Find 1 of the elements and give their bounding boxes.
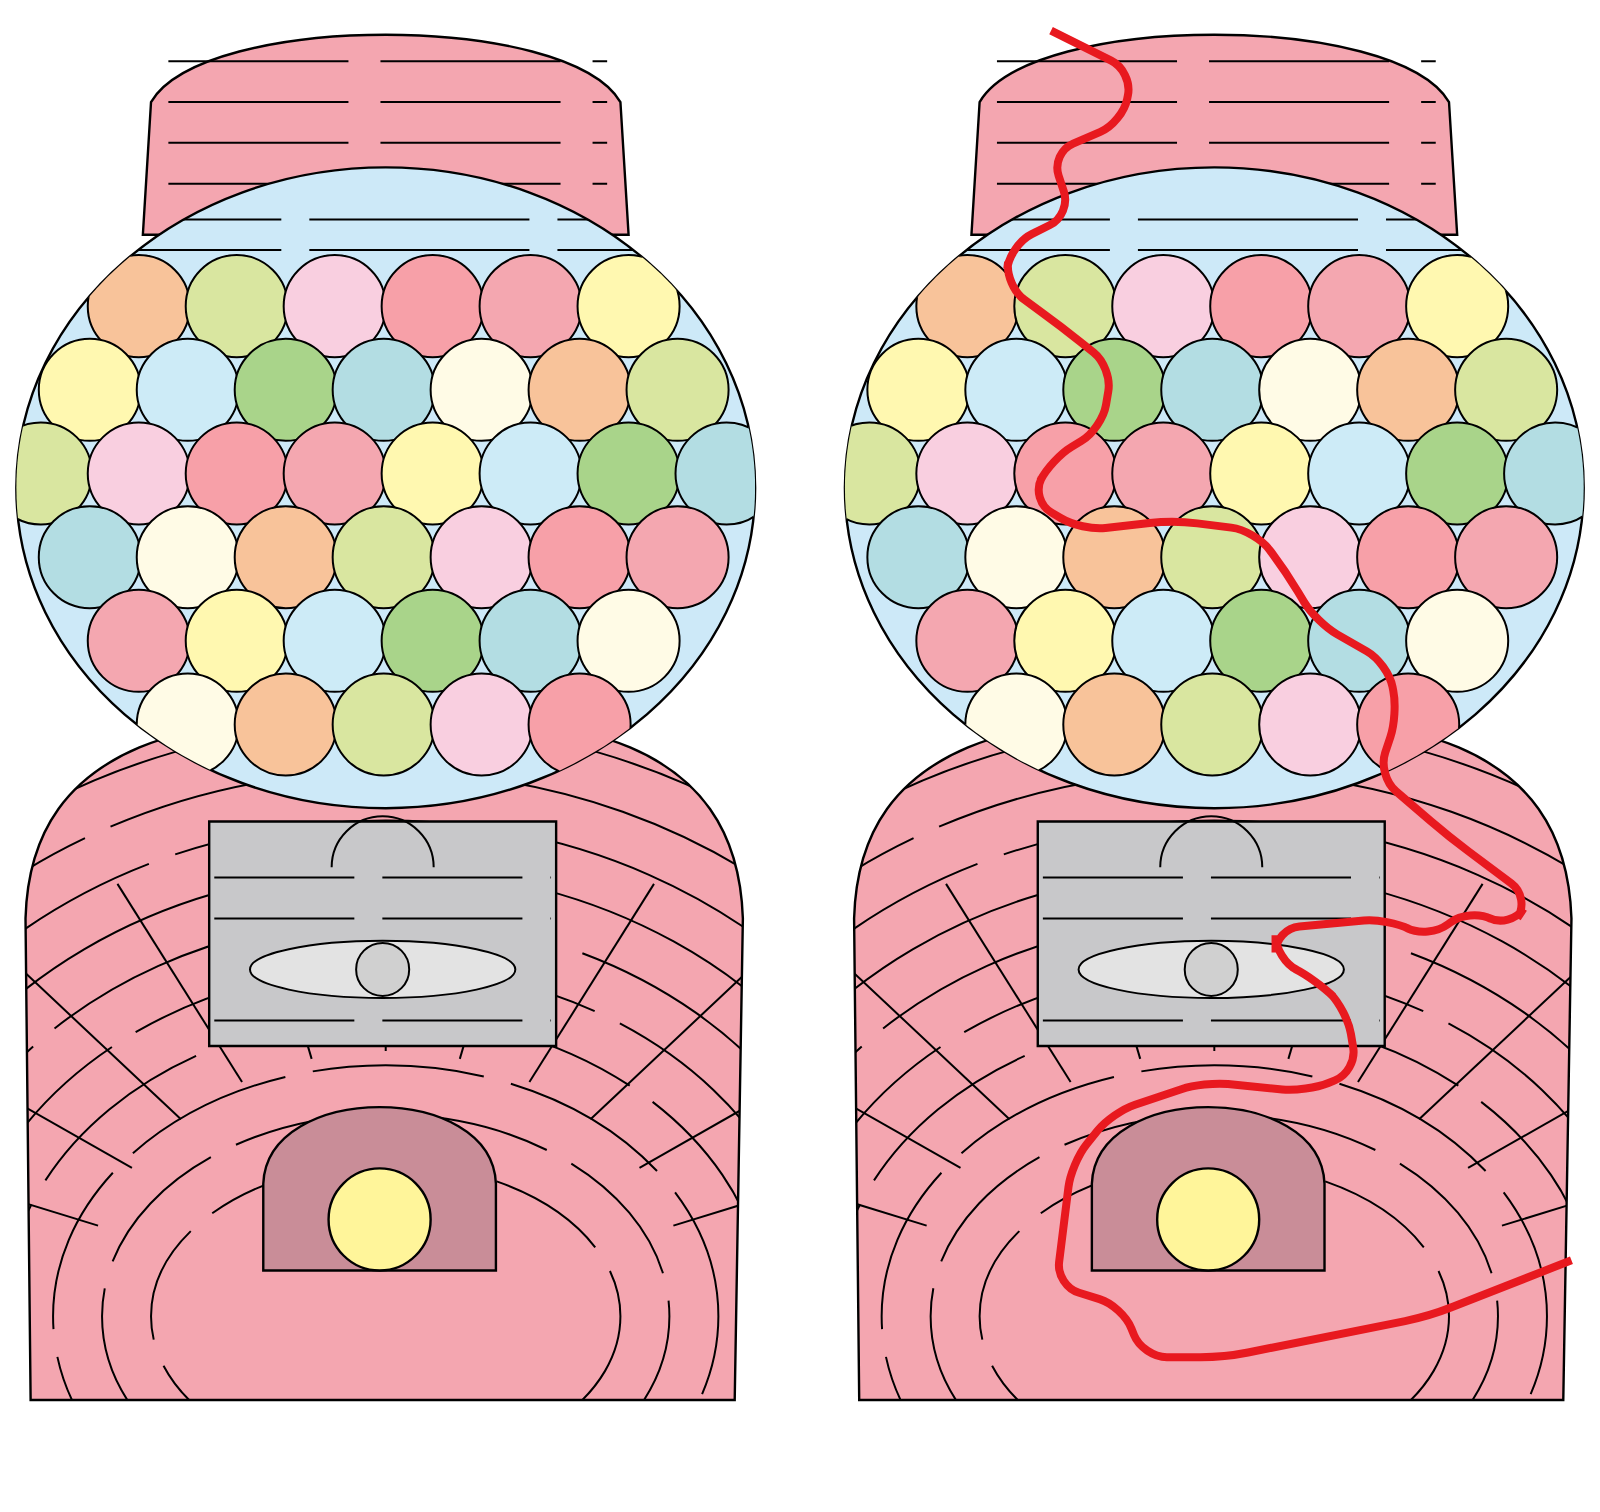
gumball-maze-drawing xyxy=(843,26,1585,1402)
